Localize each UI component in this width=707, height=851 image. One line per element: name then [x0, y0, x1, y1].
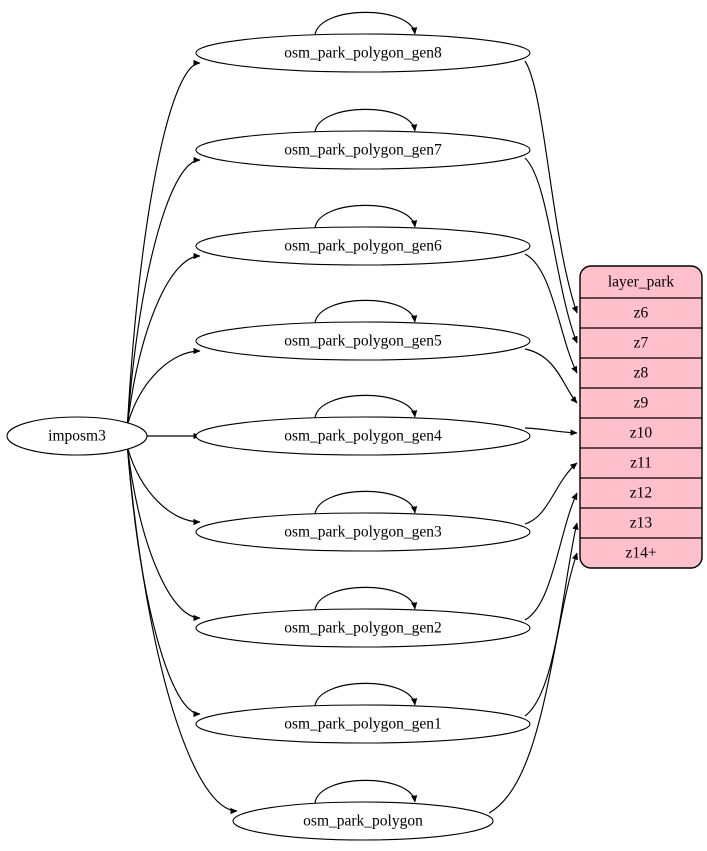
edge-gen8-to-z6 — [524, 60, 578, 314]
edge-gen5-to-z9 — [524, 348, 578, 404]
edge-gen6-to-z8 — [524, 253, 578, 374]
self-loop-gen4 — [314, 394, 418, 419]
node-gen2-shape — [195, 608, 531, 648]
node-gen7-shape — [195, 130, 531, 170]
table-row-z13[interactable]: z13 — [580, 507, 702, 532]
node-gen1-label: osm_park_polygon_gen1 — [284, 716, 442, 733]
self-loop-base — [314, 779, 418, 804]
row-label-z6: z6 — [634, 305, 649, 322]
table-row-z7[interactable]: z7 — [580, 327, 702, 352]
self-loop-gen2 — [314, 586, 418, 611]
self-loop-gen5 — [314, 299, 418, 324]
node-gen1-shape — [195, 704, 531, 744]
edge-group-self-loops — [314, 11, 418, 804]
node-gen8-label: osm_park_polygon_gen8 — [284, 45, 442, 62]
node-gen5-label: osm_park_polygon_gen5 — [284, 333, 442, 350]
node-gen7-label: osm_park_polygon_gen7 — [284, 142, 442, 159]
edge-imposm3-to-gen8 — [126, 59, 201, 426]
node-imposm3-shape — [6, 416, 148, 456]
self-loop-gen1 — [314, 682, 418, 707]
node-gen4-shape — [195, 416, 531, 456]
edge-imposm3-to-gen1 — [126, 446, 201, 718]
node-gen8[interactable]: osm_park_polygon_gen8 — [195, 33, 531, 73]
layer-park-table: layer_park z6 z7 z8 z9 z10 z11 z12 z13 z14+ — [579, 265, 703, 569]
edge-imposm3-to-base — [126, 446, 238, 815]
node-gen3[interactable]: osm_park_polygon_gen3 — [195, 512, 531, 552]
node-gen4-label: osm_park_polygon_gen4 — [284, 428, 442, 445]
edge-imposm3-to-gen6 — [126, 252, 201, 426]
edge-gen7-to-z7 — [524, 157, 578, 344]
table-row-z14+[interactable]: z14+ — [580, 537, 702, 562]
edge-group-generalizations-to-layer — [488, 60, 579, 814]
node-gen6-label: osm_park_polygon_gen6 — [284, 238, 442, 255]
self-loop-gen8 — [314, 11, 418, 36]
node-gen6[interactable]: osm_park_polygon_gen6 — [195, 226, 531, 266]
row-label-z8: z8 — [634, 365, 649, 382]
node-gen2[interactable]: osm_park_polygon_gen2 — [195, 608, 531, 648]
node-gen3-shape — [195, 512, 531, 552]
node-gen6-shape — [195, 226, 531, 266]
node-gen5-shape — [195, 321, 531, 361]
node-imposm3-label: imposm3 — [48, 428, 106, 445]
node-gen8-shape — [195, 33, 531, 73]
table-row-z9[interactable]: z9 — [580, 387, 702, 412]
self-loop-gen6 — [314, 204, 418, 229]
table-row-z8[interactable]: z8 — [580, 357, 702, 382]
node-gen3-label: osm_park_polygon_gen3 — [284, 524, 442, 541]
edge-gen2-to-z12 — [524, 492, 578, 621]
node-base-shape — [232, 801, 494, 841]
edge-imposm3-to-gen5 — [126, 347, 201, 426]
row-label-z13: z13 — [630, 515, 653, 532]
edge-imposm3-to-gen7 — [126, 156, 201, 426]
table-row-z12[interactable]: z12 — [580, 477, 702, 502]
node-gen1[interactable]: osm_park_polygon_gen1 — [195, 704, 531, 744]
edge-imposm3-to-gen3 — [126, 446, 201, 526]
layer-park-outline — [579, 265, 703, 569]
self-loop-gen3 — [314, 490, 418, 515]
node-gen7[interactable]: osm_park_polygon_gen7 — [195, 130, 531, 170]
layer-park-header-label: layer_park — [608, 274, 675, 291]
node-group-ellipses: imposm3 osm_park_polygon_gen8 osm_park_pol… — [6, 33, 531, 841]
node-imposm3[interactable]: imposm3 — [6, 416, 148, 456]
table-row-z11[interactable]: z11 — [580, 447, 702, 472]
edge-base-to-z14+ — [488, 552, 578, 814]
row-label-z10: z10 — [630, 425, 653, 442]
self-loop-gen7 — [314, 108, 418, 133]
row-label-z9: z9 — [634, 395, 649, 412]
table-row-z10[interactable]: z10 — [580, 417, 702, 442]
edge-gen4-to-z10 — [524, 427, 578, 436]
row-label-z12: z12 — [630, 485, 652, 502]
node-base-label: osm_park_polygon — [303, 813, 423, 830]
node-gen2-label: osm_park_polygon_gen2 — [284, 620, 442, 637]
edge-imposm3-to-gen2 — [126, 446, 201, 622]
table-row-z6[interactable]: z6 — [580, 297, 702, 322]
row-label-z7: z7 — [634, 335, 649, 352]
node-base[interactable]: osm_park_polygon — [232, 801, 494, 841]
edge-gen3-to-z11 — [524, 462, 578, 525]
edge-gen1-to-z13 — [524, 522, 579, 717]
node-gen4[interactable]: osm_park_polygon_gen4 — [195, 416, 531, 456]
row-label-z11: z11 — [630, 455, 652, 472]
row-label-z14+: z14+ — [625, 545, 656, 562]
node-gen5[interactable]: osm_park_polygon_gen5 — [195, 321, 531, 361]
edge-group-source-to-generalizations — [126, 59, 238, 815]
